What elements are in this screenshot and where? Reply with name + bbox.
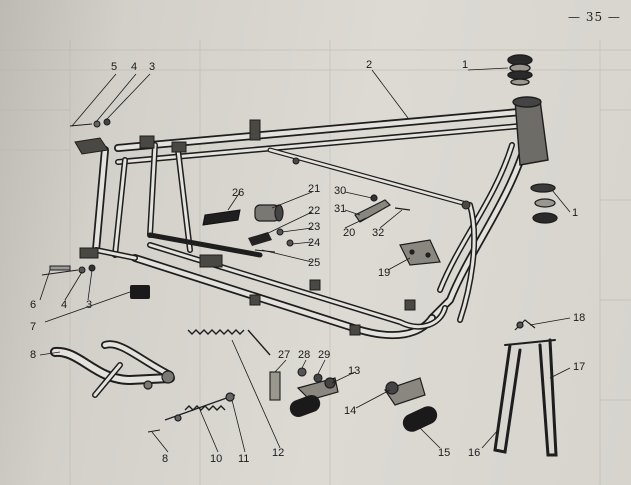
callout-26: 26	[232, 187, 244, 199]
part-15-footrest-rubber	[402, 406, 438, 432]
callout-17: 17	[573, 361, 585, 373]
callout-2: 2	[366, 59, 372, 71]
part-8-pin-lower	[147, 429, 161, 433]
steering-head	[507, 54, 549, 166]
callout-3-lower: 3	[86, 299, 92, 311]
steering-bearing-lower	[530, 183, 558, 224]
callout-19: 19	[378, 267, 390, 279]
part-16-17-bracket	[493, 338, 558, 457]
callout-23: 23	[308, 221, 320, 233]
callout-14: 14	[344, 405, 356, 417]
part-21-cylinder	[254, 204, 284, 222]
callout-30: 30	[334, 185, 346, 197]
part-11-pin	[164, 392, 236, 422]
part-14-footrest	[384, 377, 426, 406]
part-18-clip	[514, 319, 536, 331]
part-26-plate	[202, 209, 241, 226]
callout-8-lower: 8	[162, 453, 168, 465]
callout-21: 21	[308, 183, 320, 195]
part-9-stand-pivot	[143, 370, 175, 390]
callout-22: 22	[308, 205, 320, 217]
part-13-footrest	[289, 377, 339, 417]
callout-20: 20	[343, 227, 355, 239]
callout-leaders	[39, 67, 571, 453]
callout-1-right: 1	[572, 207, 578, 219]
callout-16: 16	[468, 447, 480, 459]
callout-13: 13	[348, 365, 360, 377]
part-10-spring	[184, 405, 226, 411]
callout-27: 27	[278, 349, 290, 361]
callout-32: 32	[372, 227, 384, 239]
part-22-clip	[248, 232, 272, 246]
callout-24: 24	[308, 237, 320, 249]
callout-28: 28	[298, 349, 310, 361]
part-19-plate	[399, 239, 441, 266]
callout-6: 6	[30, 299, 36, 311]
callout-18: 18	[573, 312, 585, 324]
page-number: — 35 —	[568, 10, 621, 24]
callout-labels: 1 1 2 3 3 4 4 5 6 7 8 8 10 11 12 13 14 1…	[30, 59, 585, 465]
callout-1-top: 1	[462, 59, 468, 71]
parts-3-4-5-top-fasteners	[69, 118, 111, 128]
part-30-32-bracket	[354, 194, 411, 223]
part-7-rubber-block	[130, 285, 150, 299]
callout-15: 15	[438, 447, 450, 459]
callout-29: 29	[318, 349, 330, 361]
parts-3-4-6-lower-fasteners	[41, 264, 96, 276]
callout-4-top: 4	[131, 61, 137, 73]
callout-11: 11	[238, 453, 249, 465]
callout-5: 5	[111, 61, 117, 73]
frame-fittings	[74, 119, 471, 336]
callout-9-left: 8	[30, 349, 36, 361]
part-12-spring	[187, 329, 271, 356]
callout-25: 25	[308, 257, 320, 269]
part-9-stand	[50, 340, 175, 398]
callout-31: 31	[334, 203, 346, 215]
callout-4-lower: 4	[61, 299, 67, 311]
callout-10: 10	[210, 453, 222, 465]
callout-3-top: 3	[149, 61, 155, 73]
callout-7: 7	[30, 321, 36, 333]
callout-12: 12	[272, 447, 284, 459]
